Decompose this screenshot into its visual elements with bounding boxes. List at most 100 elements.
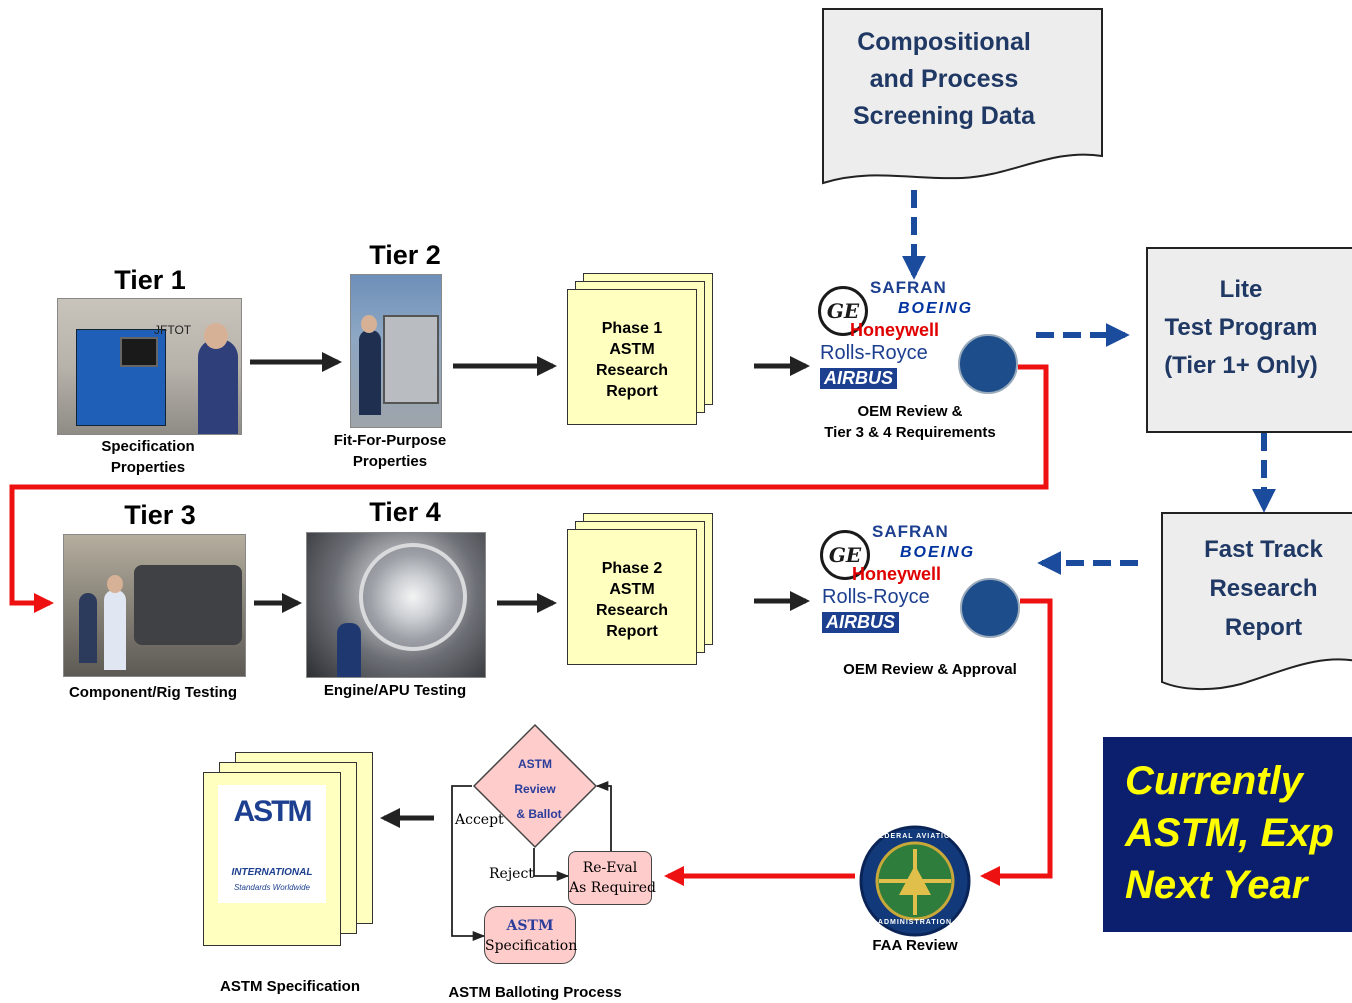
- safran-logo: SAFRAN: [870, 278, 947, 297]
- safran-logo-2: SAFRAN: [872, 522, 949, 541]
- jftot-screen: [120, 337, 158, 367]
- oem-logos-1: GE SAFRAN BOEING Honeywell Rolls-Royce A…: [818, 278, 1018, 398]
- oem-review1-caption-line1: OEM Review &: [857, 403, 963, 420]
- tier2-label: Tier 2: [369, 240, 441, 270]
- phase2-line1: Phase 2: [601, 560, 663, 577]
- ge-logo-icon: GE: [818, 286, 868, 336]
- operator-head: [361, 315, 377, 333]
- reeval-line1: Re-Eval: [582, 860, 638, 876]
- oem-review2-caption: OEM Review & Approval: [843, 661, 1017, 678]
- tier3-label: Tier 3: [124, 500, 196, 530]
- fast-track-line1: Fast Track: [1204, 536, 1323, 563]
- tier2-caption-line2: Properties: [352, 453, 428, 470]
- reeval-box: Re-Eval As Required: [568, 851, 656, 905]
- fast-track-line2: Research: [1209, 575, 1318, 602]
- faa-seal-icon: [859, 825, 971, 937]
- engineer-1-head: [107, 575, 123, 593]
- astm-page-front: ASTM INTERNATIONAL Standards Worldwide: [203, 772, 341, 946]
- tier1-caption-line1: Specification: [101, 438, 195, 455]
- fast-track-line3: Report: [1224, 614, 1303, 641]
- diamond-line3: & Ballot: [516, 807, 562, 821]
- technician: [198, 339, 238, 434]
- astm-tagline-text: Standards Worldwide: [233, 883, 311, 892]
- ballot-accept-label: Accept: [455, 812, 504, 828]
- astm-spec-doc-stack: ASTM INTERNATIONAL Standards Worldwide: [203, 752, 375, 952]
- balloting-caption: ASTM Balloting Process: [448, 984, 622, 1001]
- tier2-photo: [350, 274, 442, 428]
- screening-data-box: [822, 8, 1103, 185]
- pratt-whitney-eagle-icon: [958, 334, 1018, 394]
- phase2-line2: ASTM: [609, 581, 655, 598]
- tier2-caption-line1: Fit-For-Purpose: [333, 432, 447, 449]
- phase1-line3: Research: [595, 362, 669, 379]
- tier3-photo: [63, 534, 246, 677]
- faa-seal-top-text: FEDERAL AVIATION: [873, 833, 957, 840]
- screening-line1: Compositional: [857, 28, 1031, 56]
- ballot-diamond-text: ASTM Review & Ballot: [488, 752, 582, 827]
- reeval-line2: As Required: [569, 880, 656, 896]
- engine-fan: [359, 543, 467, 651]
- ballot-diamond: [472, 723, 598, 849]
- rolls-royce-logo-2: Rolls-Royce: [822, 586, 930, 608]
- rolls-royce-logo: Rolls-Royce: [820, 342, 928, 364]
- fast-track-box: [1161, 512, 1352, 691]
- pratt-whitney-eagle-icon-2: [960, 578, 1020, 638]
- tier1-photo: JFTOT: [57, 298, 242, 435]
- lite-line2: Test Program: [1164, 314, 1318, 341]
- operator: [359, 330, 381, 415]
- phase2-text: Phase 2 ASTM Research Report: [568, 558, 696, 642]
- phase1-line4: Report: [606, 383, 658, 400]
- faa-caption: FAA Review: [872, 937, 958, 954]
- faa-seal-bottom-text: ADMINISTRATION: [877, 919, 953, 926]
- tier4-photo: [306, 532, 486, 678]
- ballot-reject-line: [533, 848, 570, 882]
- tier4-label: Tier 4: [369, 497, 441, 527]
- spec-box-line2: Specification: [485, 938, 578, 954]
- currently-note-panel: Currently ASTM, Exp Next Year: [1103, 737, 1352, 932]
- airbus-logo: AIRBUS: [820, 368, 898, 389]
- rig-engine: [134, 565, 242, 645]
- lite-line1: Lite: [1219, 276, 1263, 303]
- phase1-text: Phase 1 ASTM Research Report: [568, 318, 696, 402]
- honeywell-logo-2: Honeywell: [852, 564, 942, 584]
- tier1-caption-line2: Properties: [110, 459, 186, 476]
- test-rig-frame: [383, 315, 439, 404]
- mechanic: [337, 623, 361, 677]
- phase2-line4: Report: [606, 623, 658, 640]
- tier3-caption: Component/Rig Testing: [68, 684, 238, 701]
- fast-track-text: Fast Track Research Report: [1161, 530, 1352, 647]
- screening-line3: Screening Data: [852, 102, 1035, 130]
- astm-international-text: INTERNATIONAL: [231, 867, 313, 878]
- lite-test-program-box: Lite Test Program (Tier 1+ Only): [1146, 247, 1352, 433]
- airbus-logo-2: AIRBUS: [822, 612, 900, 633]
- note-line1: Currently: [1125, 759, 1303, 803]
- lite-line3: (Tier 1+ Only): [1164, 352, 1318, 379]
- diamond-line2: Review: [514, 782, 556, 796]
- phase1-line2: ASTM: [609, 341, 655, 358]
- oem-review1-caption-line2: Tier 3 & 4 Requirements: [824, 424, 996, 441]
- note-line2: ASTM, Exp: [1125, 811, 1334, 855]
- ge-logo-icon-2: GE: [820, 530, 870, 580]
- astm-logo-panel: ASTM INTERNATIONAL Standards Worldwide: [218, 785, 326, 903]
- astm-logo-text: ASTM: [233, 795, 313, 828]
- engineer-2: [79, 593, 97, 663]
- astm-spec-caption: ASTM Specification: [219, 978, 361, 995]
- red-flow-oem2-to-faa: [980, 598, 1053, 886]
- boeing-logo-2: BOEING: [900, 544, 976, 561]
- oem-logos-2: GE SAFRAN BOEING Honeywell Rolls-Royce A…: [820, 522, 1020, 642]
- technician-head: [204, 323, 228, 349]
- screening-line2: and Process: [869, 65, 1019, 93]
- astm-spec-box: ASTM Specification: [484, 906, 578, 964]
- jftot-photo-label: JFTOT: [154, 323, 192, 337]
- ballot-reject-label: Reject: [489, 866, 534, 882]
- honeywell-logo: Honeywell: [850, 320, 940, 340]
- ballot-reeval-loop: [595, 780, 612, 851]
- note-line3: Next Year: [1125, 863, 1308, 907]
- tier1-label: Tier 1: [114, 265, 186, 295]
- phase2-line3: Research: [595, 602, 669, 619]
- phase1-report: Phase 1 ASTM Research Report: [567, 273, 713, 425]
- ballot-accept-line: [451, 785, 486, 942]
- boeing-logo: BOEING: [898, 300, 974, 317]
- screening-text: Compositional and Process Screening Data: [822, 24, 1066, 135]
